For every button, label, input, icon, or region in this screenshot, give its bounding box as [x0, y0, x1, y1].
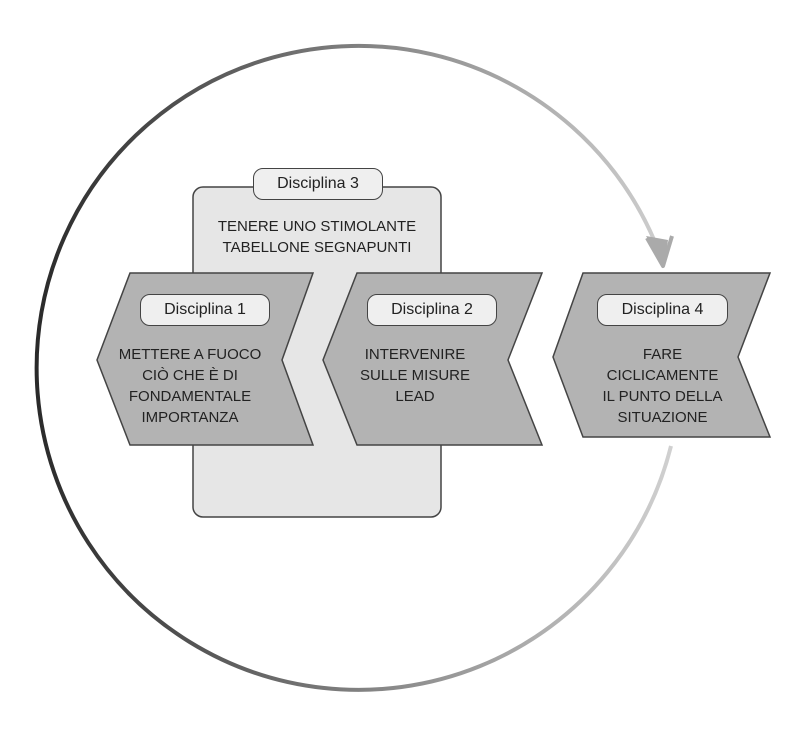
discipline2-label: Disciplina 2: [367, 294, 497, 326]
discipline4-text: FARE CICLICAMENTE IL PUNTO DELLA SITUAZI…: [602, 346, 723, 426]
cycle-arrow: [34, 43, 673, 692]
discipline2-text: INTERVENIRE SULLE MISURE LEAD: [359, 346, 471, 405]
discipline4-label: Disciplina 4: [597, 294, 728, 326]
discipline1-text: METTERE A FUOCO CIÒ CHE È DI FONDAMENTAL…: [118, 346, 262, 426]
discipline3-text: TENERE UNO STIMOLANTE TABELLONE SEGNAPUN…: [217, 218, 417, 256]
discipline3-label: Disciplina 3: [253, 168, 383, 200]
discipline1-label: Disciplina 1: [140, 294, 270, 326]
